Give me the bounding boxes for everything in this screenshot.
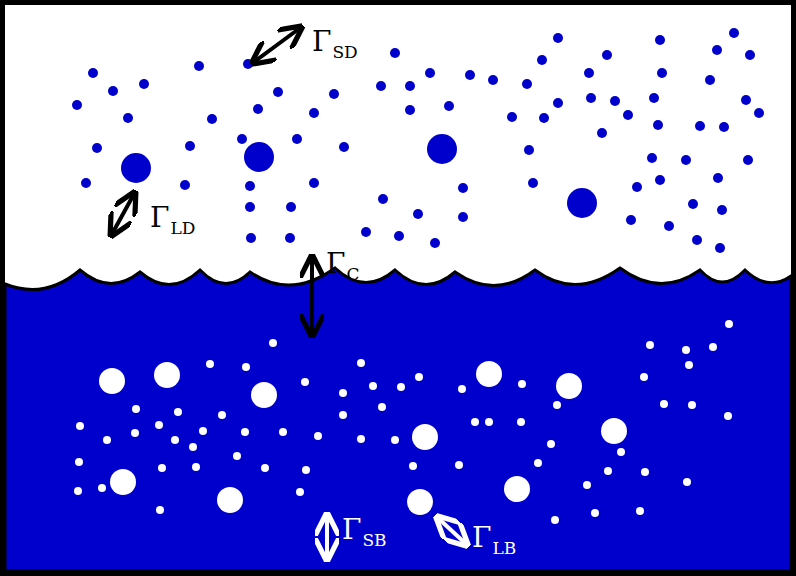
- large-bubbles: [99, 361, 627, 515]
- liquid-region: [5, 268, 791, 571]
- black-arrows: [112, 28, 312, 334]
- symbol-label: Γ: [472, 524, 491, 552]
- small-droplets: [72, 28, 764, 253]
- symbol-label: Γ: [342, 516, 361, 544]
- symbol-label: Γ: [150, 204, 169, 232]
- symbol-label: Γ: [326, 250, 345, 278]
- white-arrows: [327, 516, 466, 558]
- large-droplets: [121, 134, 597, 218]
- subscript-label: C: [346, 266, 359, 283]
- subscript-label: LD: [170, 220, 195, 237]
- symbol-label: Γ: [312, 28, 331, 56]
- subscript-label: SB: [362, 532, 386, 549]
- frame: [3, 3, 794, 574]
- subscript-label: SD: [332, 44, 357, 61]
- subscript-label: LB: [492, 540, 516, 557]
- small-bubbles: [74, 320, 733, 524]
